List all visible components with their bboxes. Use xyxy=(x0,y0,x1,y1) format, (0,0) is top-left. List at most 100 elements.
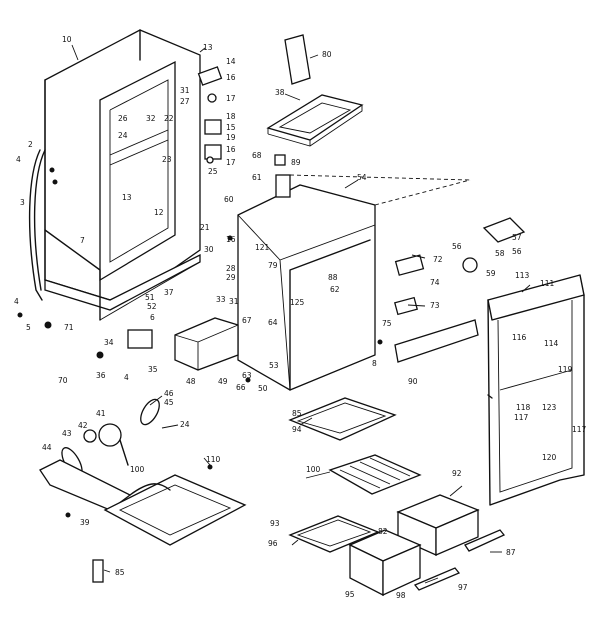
callout-31: 31 xyxy=(180,86,190,95)
callout-46: 46 xyxy=(164,389,174,398)
callout-63: 63 xyxy=(242,371,252,380)
callout-117: 117 xyxy=(514,413,529,422)
callout-34: 34 xyxy=(104,338,114,347)
callout-15: 15 xyxy=(226,123,236,132)
callout-94: 94 xyxy=(292,425,302,434)
lamp-socket xyxy=(274,154,286,166)
callout-49: 49 xyxy=(218,377,228,386)
callout-64: 64 xyxy=(268,318,278,327)
callout-56-b: 56 xyxy=(512,247,522,256)
callout-4-c: 4 xyxy=(124,373,129,382)
callout-16-c: 16 xyxy=(226,235,236,244)
callout-95: 95 xyxy=(345,590,355,599)
callout-3: 3 xyxy=(20,198,25,207)
leader-lines xyxy=(71,44,531,584)
front-trim xyxy=(394,319,479,363)
callout-7: 7 xyxy=(80,236,85,245)
callout-17: 17 xyxy=(226,94,236,103)
callout-27: 27 xyxy=(180,97,190,106)
callout-16-b: 16 xyxy=(226,145,236,154)
callout-85-b: 85 xyxy=(115,568,125,577)
callout-25: 25 xyxy=(208,167,218,176)
callout-98: 98 xyxy=(396,591,406,600)
callout-19: 19 xyxy=(226,133,236,142)
drawer-trim-lower xyxy=(413,567,461,591)
freezer-shelf xyxy=(266,94,364,147)
callout-88: 88 xyxy=(328,273,338,282)
callout-72: 72 xyxy=(433,255,443,264)
callout-36: 36 xyxy=(96,371,106,380)
crisper-pan-upper xyxy=(396,494,480,557)
callout-56: 56 xyxy=(452,242,462,251)
callout-4: 4 xyxy=(16,155,21,164)
damper-control-parts xyxy=(393,217,526,316)
callout-75: 75 xyxy=(382,319,392,328)
callout-57: 57 xyxy=(512,233,522,242)
callout-50: 50 xyxy=(258,384,268,393)
callout-10: 10 xyxy=(62,35,72,44)
callout-89: 89 xyxy=(291,158,301,167)
callout-31-b: 31 xyxy=(229,297,239,306)
callout-85: 85 xyxy=(292,409,302,418)
callout-26: 26 xyxy=(118,114,128,123)
callout-8: 8 xyxy=(372,359,377,368)
callout-53: 53 xyxy=(269,361,279,370)
door-gaskets xyxy=(487,274,585,506)
glass-shelf xyxy=(288,397,397,441)
callout-82: 82 xyxy=(378,527,388,536)
callout-30: 30 xyxy=(204,245,214,254)
fresh-food-liner xyxy=(237,174,471,391)
callout-114: 114 xyxy=(544,339,559,348)
callout-33: 33 xyxy=(216,295,226,304)
callout-52: 52 xyxy=(147,302,157,311)
callout-41: 41 xyxy=(96,409,106,418)
callout-100-b: 100 xyxy=(306,465,321,474)
callout-90: 90 xyxy=(408,377,418,386)
callout-70: 70 xyxy=(58,376,68,385)
callout-60: 60 xyxy=(224,195,234,204)
callout-80: 80 xyxy=(322,50,332,59)
callout-58: 58 xyxy=(495,249,505,258)
callout-6: 6 xyxy=(150,313,155,322)
callout-29: 29 xyxy=(226,273,236,282)
callout-87: 87 xyxy=(506,548,516,557)
callout-74: 74 xyxy=(430,278,440,287)
callout-23: 23 xyxy=(162,155,172,164)
callout-13-b: 13 xyxy=(122,193,132,202)
callout-44: 44 xyxy=(42,443,52,452)
callout-100: 100 xyxy=(130,465,145,474)
small-clip xyxy=(92,559,104,583)
callout-14: 14 xyxy=(226,57,236,66)
drain-tube xyxy=(28,149,43,301)
callout-111: 111 xyxy=(540,279,555,288)
screws xyxy=(17,167,383,518)
callout-120: 120 xyxy=(542,453,557,462)
callout-42: 42 xyxy=(78,421,88,430)
callout-110: 110 xyxy=(206,455,221,464)
callout-37: 37 xyxy=(164,288,174,297)
cabinet-shell xyxy=(44,29,201,321)
callout-28: 28 xyxy=(226,264,236,273)
callout-18: 18 xyxy=(226,112,236,121)
fan-bracket xyxy=(39,459,132,511)
callout-116: 116 xyxy=(512,333,527,342)
callout-61: 61 xyxy=(252,173,262,182)
callout-92: 92 xyxy=(452,469,462,478)
callout-125: 125 xyxy=(290,298,305,307)
callout-62: 62 xyxy=(330,285,340,294)
callout-117-b: 117 xyxy=(572,425,587,434)
callout-21: 21 xyxy=(200,223,210,232)
callout-48: 48 xyxy=(186,377,196,386)
callout-68: 68 xyxy=(252,151,262,160)
callout-59: 59 xyxy=(486,269,496,278)
callout-24: 24 xyxy=(118,131,128,140)
callout-4-b: 4 xyxy=(14,297,19,306)
callout-32: 32 xyxy=(146,114,156,123)
callout-71: 71 xyxy=(64,323,74,332)
callout-51: 51 xyxy=(145,293,155,302)
callout-118: 118 xyxy=(516,403,531,412)
callout-96: 96 xyxy=(268,539,278,548)
callout-13: 13 xyxy=(203,43,213,52)
